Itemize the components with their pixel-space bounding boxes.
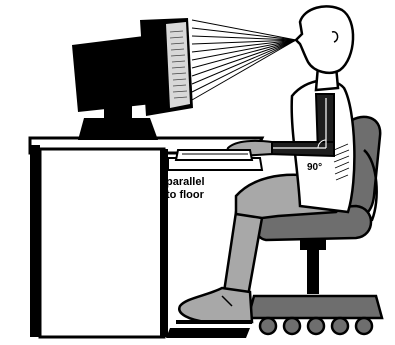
chair-caster xyxy=(308,318,324,334)
monitor-stand xyxy=(78,118,158,140)
monitor-body xyxy=(72,35,152,112)
person-shoe xyxy=(179,288,252,322)
parallel-label-line2: to floor xyxy=(166,189,205,201)
person-sole xyxy=(176,320,252,324)
desk-front-panel xyxy=(40,149,164,337)
monitor xyxy=(72,18,193,140)
person-forearm xyxy=(268,142,334,156)
monitor-screen xyxy=(166,22,190,108)
chair-gas-cylinder xyxy=(307,250,319,294)
chair-caster xyxy=(332,318,348,334)
keyboard xyxy=(176,150,252,160)
chair-seat-mechanism xyxy=(300,238,326,250)
chair-caster xyxy=(284,318,300,334)
footrest xyxy=(166,328,250,338)
chair-base xyxy=(248,296,382,318)
parallel-label-line1: parallel xyxy=(166,176,205,188)
elbow-angle-label: 90° xyxy=(307,162,322,173)
chair-casters xyxy=(260,318,372,334)
chair-caster xyxy=(260,318,276,334)
person-lower-leg xyxy=(224,212,262,296)
chair-caster xyxy=(356,318,372,334)
footrest-plate xyxy=(166,328,250,338)
sight-lines xyxy=(192,20,296,100)
person-head xyxy=(296,6,353,72)
keyboard-tray xyxy=(168,150,262,170)
